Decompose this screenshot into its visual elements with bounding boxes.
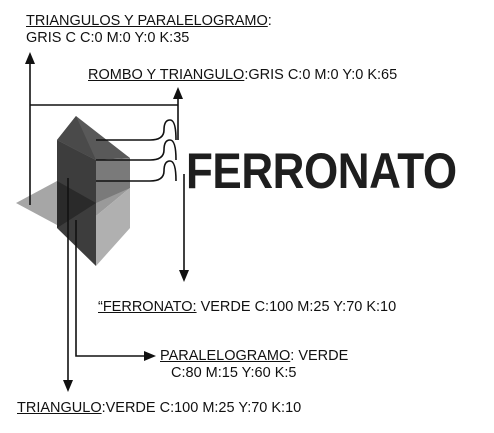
arrowhead-triangulos-icon: [25, 52, 35, 64]
triangulo-spec: :VERDE C:100 M:25 Y:70 K:10: [101, 400, 302, 416]
bracket-low: [96, 160, 177, 182]
arrowhead-paralelogramo-icon: [144, 351, 156, 361]
grey-parallelogram-shape: [96, 188, 130, 266]
green-triangle-shape: [57, 181, 96, 228]
grey-triangle-shape: [16, 181, 57, 225]
arrowhead-ferronato-icon: [179, 270, 189, 282]
rombo-label: ROMBO Y TRIANGULO:GRIS C:0 M:0 Y:0 K:65: [88, 67, 397, 84]
triangulo-title: TRIANGULO: [17, 400, 102, 416]
paralelogramo-label: PARALELOGRAMO: VERDE: [160, 348, 348, 365]
ferronato-wordmark: FERRONATO: [186, 143, 457, 199]
rombo-title: ROMBO Y TRIANGULO: [88, 67, 245, 83]
ferronato-title: “FERRONATO:: [98, 299, 197, 315]
logo-symbol: [16, 116, 130, 266]
ferronato-label: “FERRONATO: VERDE C:100 M:25 Y:70 K:10: [98, 299, 396, 316]
callout-lines: [25, 52, 189, 392]
arrowhead-triangulo-icon: [63, 380, 73, 392]
triangulos-label: TRIANGULOS Y PARALELOGRAMO: GRIS C C:0 M…: [26, 13, 272, 47]
bracket-top: [96, 119, 177, 141]
paralelogramo-spec-line2: C:80 M:15 Y:60 K:5: [171, 365, 297, 381]
triangulos-title: TRIANGULOS Y PARALELOGRAMO: [26, 13, 268, 29]
arrowhead-rombo-icon: [173, 87, 183, 99]
triangulos-spec: GRIS C C:0 M:0 Y:0 K:35: [26, 30, 190, 46]
arrow-paralelogramo: [75, 220, 146, 357]
triangulo-label: TRIANGULO:VERDE C:100 M:25 Y:70 K:10: [17, 400, 301, 417]
ferronato-spec: VERDE C:100 M:25 Y:70 K:10: [196, 299, 397, 315]
dark-triangle-shape: [57, 116, 96, 160]
paralelogramo-title: PARALELOGRAMO: [160, 348, 291, 364]
rombo-spec: :GRIS C:0 M:0 Y:0 K:65: [244, 67, 398, 83]
triangulos-colon: :: [267, 13, 272, 29]
paralelogramo-spec-line1: : VERDE: [290, 348, 349, 364]
bracket-mid: [96, 139, 177, 161]
